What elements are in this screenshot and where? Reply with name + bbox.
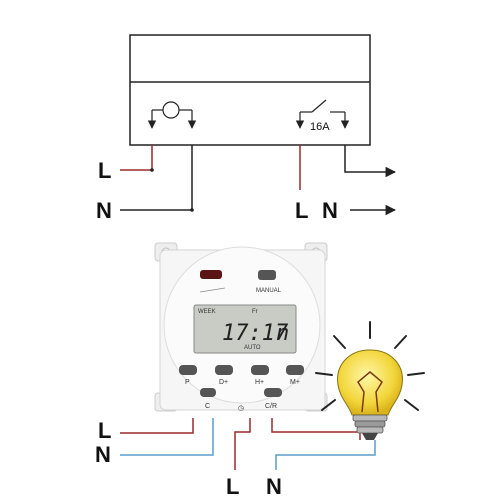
button-h-plus-label: H+ [255,379,264,386]
wiring-label-l-left: L [98,418,111,443]
coil-symbol [147,101,197,129]
button-cr[interactable] [264,388,282,397]
lcd-day-value: Fr [252,309,258,315]
schematic-label-n-in: N [96,198,112,223]
button-p-label: P [185,379,190,386]
wiring-label-n-left: N [95,442,111,467]
wiring-label-n-bottom: N [266,474,282,499]
lcd-suffix: n [276,321,289,346]
power-indicator [200,270,222,279]
button-d-plus[interactable] [215,365,233,375]
wire-bottom-live-left [120,418,194,434]
button-c-label: C [205,403,210,410]
relay-rating: 16A [310,121,330,133]
button-m-plus-label: M+ [290,379,300,386]
lcd-time: 17:17 [222,321,289,346]
button-c[interactable] [200,388,216,397]
wire-out-top [344,145,397,178]
bottom-wiring: L N L N [95,418,376,499]
button-d-plus-label: D+ [219,379,228,386]
schematic-box [129,34,371,146]
manual-label: MANUAL [256,288,282,294]
wire-neutral-in [120,145,193,211]
lightbulb-icon [315,321,425,440]
manual-button[interactable] [258,270,276,280]
lcd-mode: AUTO [244,345,261,351]
clock-icon: ◷ [238,405,244,412]
wire-bottom-live-mid [234,418,251,470]
schematic-label-l-out: L [295,198,308,223]
relay-switch-symbol: 16A [295,99,350,133]
lcd-day-label: WEEK [198,309,216,315]
wire-live-in [120,145,153,171]
button-row: P D+ H+ M+ [179,365,304,386]
schematic-label-n-out: N [322,198,338,223]
schematic-label-l-in: L [98,158,111,183]
wire-bottom-live-out [271,418,361,440]
wiring-label-l-bottom: L [226,474,239,499]
wire-bottom-neutral-mid [275,440,376,470]
button-cr-label: C/R [265,403,277,410]
button-m-plus[interactable] [286,365,304,375]
button-h-plus[interactable] [251,365,269,375]
button-p[interactable] [179,365,197,375]
schematic-block: 16A L N L N [96,34,397,223]
timer-device: MANUAL WEEK Fr 17:17 n AUTO P D+ H+ M+ C… [154,242,328,412]
wire-bottom-neutral-left [120,418,214,456]
lcd-display: WEEK Fr 17:17 n AUTO [193,304,297,354]
